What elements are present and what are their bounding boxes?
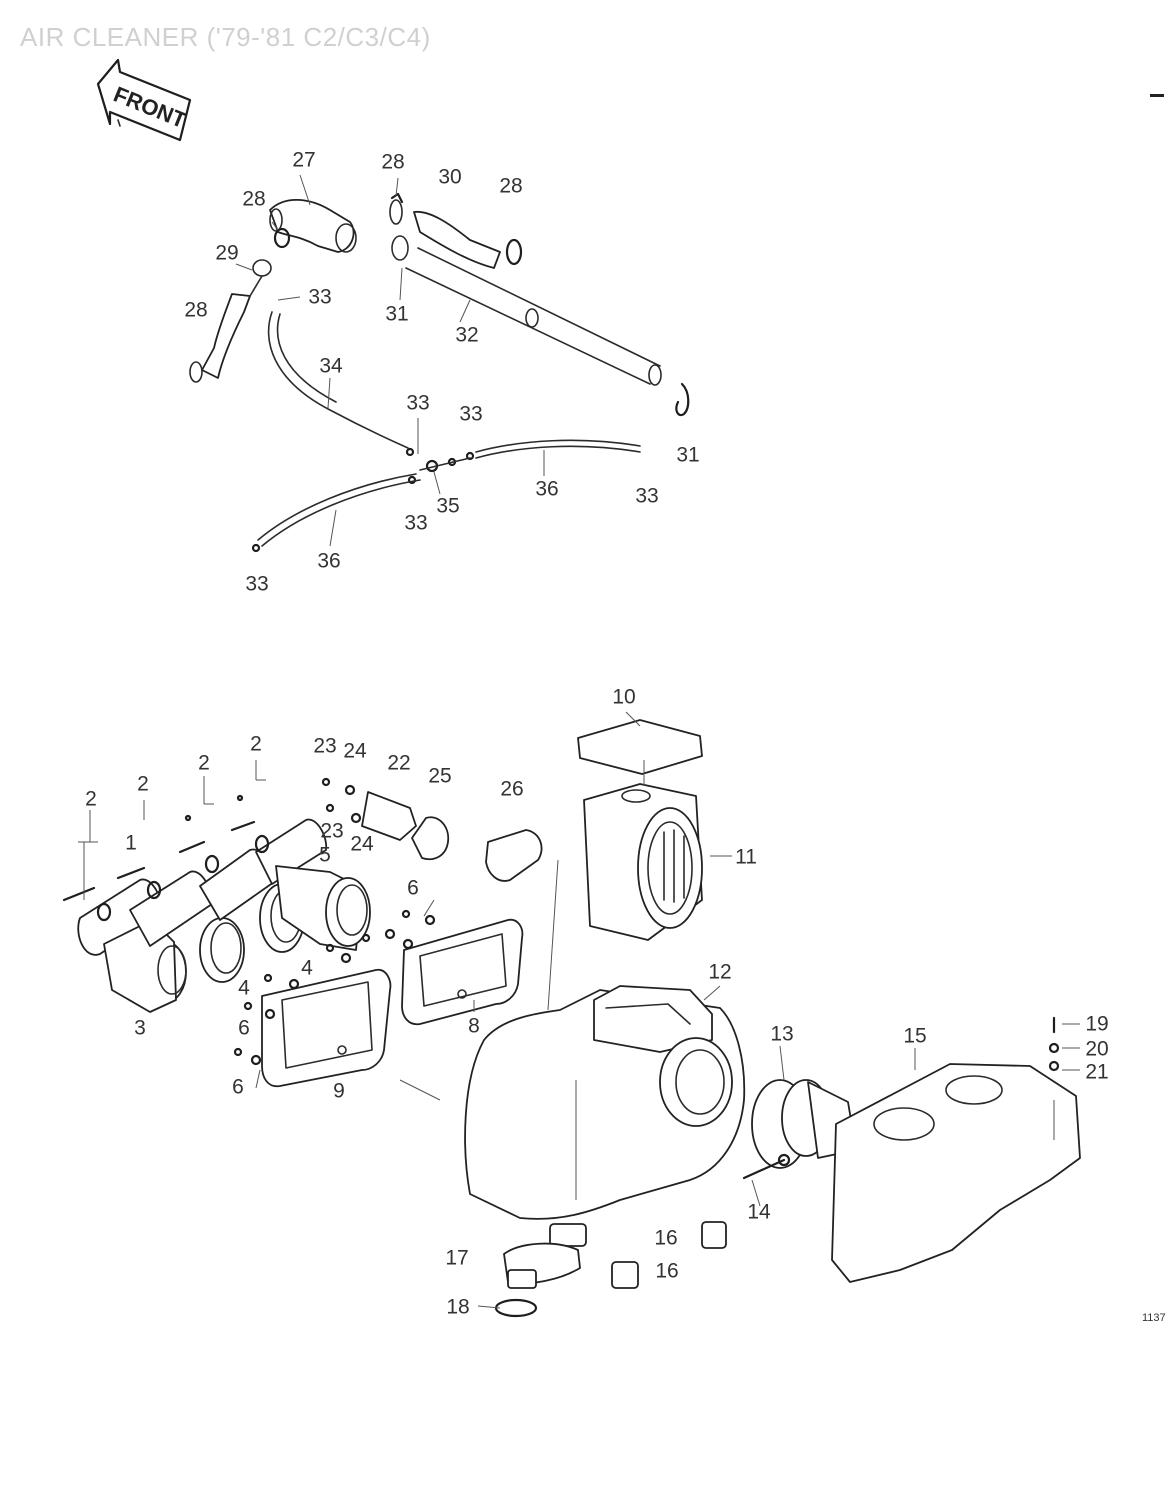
callout-36: 36: [317, 549, 341, 573]
callout-17: 17: [445, 1246, 469, 1270]
clamp-28-upper-left: [273, 227, 291, 249]
callout-25: 25: [428, 764, 452, 788]
callout-23: 23: [320, 819, 344, 843]
holder-plate-8: [401, 918, 524, 1026]
callout-24: 24: [343, 739, 367, 763]
callout-29: 29: [215, 241, 239, 265]
callout-33: 33: [308, 285, 332, 309]
callout-14: 14: [747, 1200, 771, 1224]
callout-3: 3: [134, 1016, 146, 1040]
callout-31: 31: [385, 302, 409, 326]
callout-33: 33: [635, 484, 659, 508]
fittings-33-35: [405, 447, 475, 485]
callout-13: 13: [770, 1022, 794, 1046]
callout-33: 33: [245, 572, 269, 596]
callout-4: 4: [301, 956, 313, 980]
callout-11: 11: [735, 845, 757, 869]
front-arrow-label: FRONT: [110, 81, 190, 133]
callout-28: 28: [381, 150, 405, 174]
callout-leaders-lower: [78, 711, 1080, 1309]
page-edge-marker: [1150, 94, 1164, 97]
callout-36: 36: [535, 477, 559, 501]
callout-18: 18: [446, 1295, 470, 1319]
holder-plate-9: [261, 968, 392, 1088]
callout-6: 6: [232, 1075, 244, 1099]
callout-35: 35: [436, 494, 460, 518]
callout-16: 16: [655, 1259, 679, 1283]
hose-34: [267, 311, 409, 449]
callout-30: 30: [438, 165, 462, 189]
breather-hose-27: [269, 198, 357, 253]
callout-4: 4: [238, 976, 250, 1000]
page-code: 1137: [1142, 1312, 1166, 1324]
callout-24: 24: [350, 832, 374, 856]
callout-33: 33: [404, 511, 428, 535]
callout-31: 31: [676, 443, 700, 467]
callout-6: 6: [407, 876, 419, 900]
callout-16: 16: [654, 1226, 678, 1250]
callout-20: 20: [1085, 1037, 1109, 1061]
callout-12: 12: [708, 960, 732, 984]
air-filter-element-11: [577, 719, 703, 941]
drain-hoses-36: [251, 439, 641, 553]
front-arrow-icon: FRONT: [96, 58, 192, 142]
callout-6: 6: [238, 1016, 250, 1040]
callout-19: 19: [1085, 1012, 1109, 1036]
drain-parts-16-18: [494, 1221, 727, 1318]
intake-duct-13: [742, 1079, 857, 1180]
callout-28: 28: [499, 174, 523, 198]
hose-30: [413, 211, 523, 269]
callout-28: 28: [242, 187, 266, 211]
callout-33: 33: [459, 402, 483, 426]
callout-27: 27: [292, 148, 316, 172]
callout-10: 10: [612, 685, 636, 709]
callout-22: 22: [387, 751, 411, 775]
callout-2: 2: [85, 787, 97, 811]
callout-leaders-upper: [235, 174, 545, 547]
callout-9: 9: [333, 1079, 345, 1103]
callout-21: 21: [1085, 1060, 1109, 1084]
page-title: AIR CLEANER ('79-'81 C2/C3/C4): [20, 22, 431, 52]
clamp-screws-2: [62, 794, 256, 902]
callout-1: 1: [125, 831, 137, 855]
callout-8: 8: [468, 1014, 480, 1038]
clamp-28-right: [389, 192, 409, 261]
screw-washers-19-21: [1048, 1016, 1060, 1072]
air-cleaner-housing-12: [464, 985, 746, 1247]
brackets-22-26: [321, 777, 543, 882]
callout-2: 2: [198, 751, 210, 775]
callout-26: 26: [500, 777, 524, 801]
hose-29-vertical: [189, 259, 272, 383]
bolts-4-6: [233, 909, 436, 1066]
callout-2: 2: [250, 732, 262, 756]
breather-tube-32: [405, 247, 690, 417]
carburetor-holders-3: [77, 818, 371, 1013]
callout-15: 15: [903, 1024, 927, 1048]
callout-2: 2: [137, 772, 149, 796]
callout-28: 28: [184, 298, 208, 322]
callout-5: 5: [319, 843, 331, 867]
callout-34: 34: [319, 354, 343, 378]
air-cleaner-case-15: [831, 1063, 1081, 1283]
callout-33: 33: [406, 391, 430, 415]
callout-32: 32: [455, 323, 479, 347]
callout-23: 23: [313, 734, 337, 758]
